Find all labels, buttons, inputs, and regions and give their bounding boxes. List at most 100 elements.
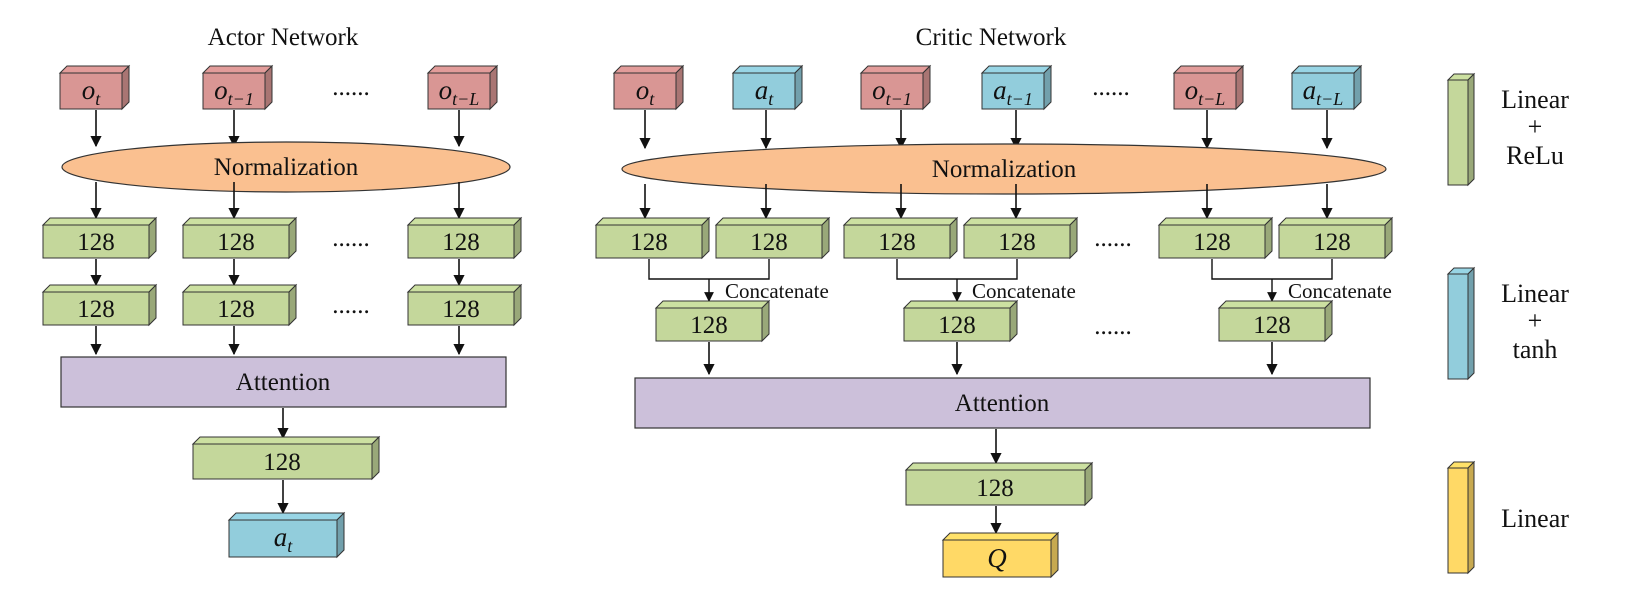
critic-layer1-act-0: 128 [714,216,831,260]
box-front-face [192,443,373,480]
critic-norm-arrows [639,184,1333,220]
box-side-face [1467,72,1475,187]
svg-text:Attention: Attention [955,390,1050,417]
box-side-face [1467,266,1475,381]
box-side-face [288,283,297,327]
box-top-face [181,217,298,226]
box-front-face [860,72,924,110]
actor-layer2-arrows [90,326,465,356]
box-top-face [612,65,685,74]
box-top-face [1172,65,1245,74]
critic-layer1-obs-1: 128 [842,216,959,260]
actor-output-at: at [227,511,346,559]
critic-final-layer: 128 [904,461,1094,507]
svg-text:128: 128 [1313,229,1351,256]
critic-input-arrows [639,110,1333,150]
box-side-face [371,435,380,481]
svg-text:Attention: Attention [236,369,331,396]
box-side-face [336,511,345,559]
box-top-face [1290,65,1363,74]
svg-text:tanh: tanh [1513,335,1558,364]
svg-text:128: 128 [263,449,301,476]
box-front-face [228,519,338,558]
legend-linear: Linear [1446,460,1569,575]
svg-text:+: + [1528,306,1543,335]
box-front-face [407,224,515,259]
box-top-face [406,217,523,226]
svg-text:128: 128 [217,296,255,323]
box-side-face [1264,216,1273,260]
box-top-face [731,65,804,74]
box-top-face [842,217,959,226]
critic-concat-connectors [648,259,1333,302]
box-front-face [981,72,1045,110]
svg-text:ot: ot [636,75,656,109]
critic-concat-ellipsis: ...... [1094,313,1132,340]
box-front-face [905,469,1086,506]
svg-text:128: 128 [976,475,1014,502]
critic-layer1-ellipsis: ...... [1094,225,1132,252]
critic-layer1-act-1: 128 [962,216,1079,260]
svg-text:+: + [1528,112,1543,141]
actor-input-ellipsis: ...... [332,74,370,101]
critic-input-ot-L: ot−L [1172,64,1245,111]
box-side-face [1043,64,1052,111]
svg-text:Linear: Linear [1501,504,1569,533]
critic-concatenate-label-0: Concatenate [725,279,829,303]
box-top-face [714,217,831,226]
box-top-face [980,65,1053,74]
svg-text:128: 128 [442,229,480,256]
actor-network-title: Actor Network [208,24,359,51]
box-top-face [941,532,1060,541]
svg-text:128: 128 [1253,312,1291,339]
critic-concatenate-label-2: Concatenate [1288,279,1392,303]
box-top-face [191,436,381,445]
actor-normalization: Normalization [61,141,511,193]
svg-text:128: 128 [750,229,788,256]
box-side-face [821,216,830,260]
actor-input-ot: ot [58,64,131,111]
box-side-face [1324,299,1333,343]
box-front-face [42,291,150,326]
box-side-face [1353,64,1362,111]
box-front-face [1447,273,1469,380]
actor-input-ot-L: ot−L [426,64,499,111]
svg-text:128: 128 [630,229,668,256]
box-front-face [427,72,491,110]
svg-text:128: 128 [938,312,976,339]
box-side-face [148,283,157,327]
box-front-face [595,224,703,259]
svg-text:128: 128 [1193,229,1231,256]
box-front-face [1218,307,1326,342]
actor-layer1-0: 128 [41,216,158,260]
svg-text:ot−L: ot−L [439,75,480,109]
box-front-face [407,291,515,326]
svg-text:at: at [274,522,294,556]
box-top-face [654,300,771,309]
actor-layer1-ellipsis: ...... [332,225,370,252]
critic-network-title: Critic Network [916,24,1067,51]
svg-text:ot−L: ot−L [1185,75,1226,109]
box-front-face [1291,72,1355,110]
box-top-face [181,284,298,293]
svg-text:ot−1: ot−1 [872,75,912,109]
critic-attention: Attention [634,377,1371,429]
svg-text:128: 128 [690,312,728,339]
box-top-face [201,65,274,74]
svg-text:Normalization: Normalization [214,154,359,181]
svg-text:128: 128 [878,229,916,256]
box-front-face [655,307,763,342]
box-top-face [594,217,711,226]
svg-text:ot−1: ot−1 [214,75,254,109]
actor-layer1-1: 128 [181,216,298,260]
box-front-face [42,224,150,259]
actor-final-layer: 128 [191,435,381,481]
box-side-face [288,216,297,260]
box-side-face [761,299,770,343]
box-front-face [613,72,677,110]
svg-text:at: at [755,75,775,109]
actor-layer2-1: 128 [181,283,298,327]
box-front-face [1173,72,1237,110]
svg-text:Linear: Linear [1501,85,1569,114]
legend-relu: Linear + ReLu [1446,72,1569,187]
